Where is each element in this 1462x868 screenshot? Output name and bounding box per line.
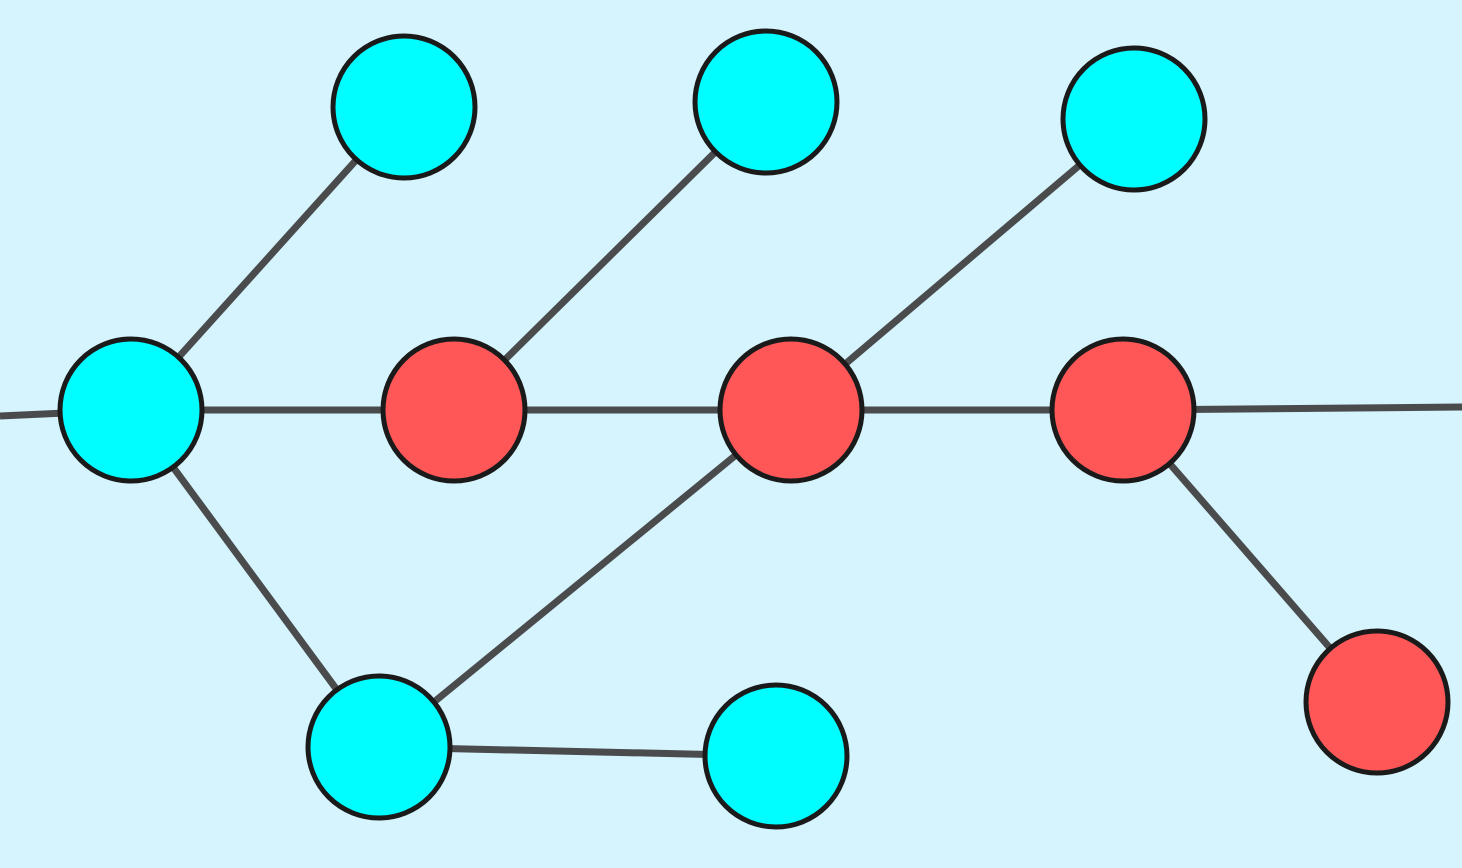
node-cyan-c1 bbox=[330, 33, 478, 181]
nodes-layer bbox=[57, 28, 1451, 830]
node-cyan-c4 bbox=[57, 336, 205, 484]
node-red-r4 bbox=[1303, 628, 1451, 776]
node-cyan-c2 bbox=[692, 28, 840, 176]
node-red-r3 bbox=[1049, 336, 1197, 484]
node-red-r1 bbox=[380, 336, 528, 484]
edge-r2-c5 bbox=[376, 407, 794, 750]
node-red-r2 bbox=[717, 336, 865, 484]
node-cyan-c3 bbox=[1060, 45, 1208, 193]
node-cyan-c6 bbox=[702, 682, 850, 830]
node-cyan-c5 bbox=[305, 673, 453, 821]
edge-r2-c3 bbox=[788, 116, 1137, 413]
